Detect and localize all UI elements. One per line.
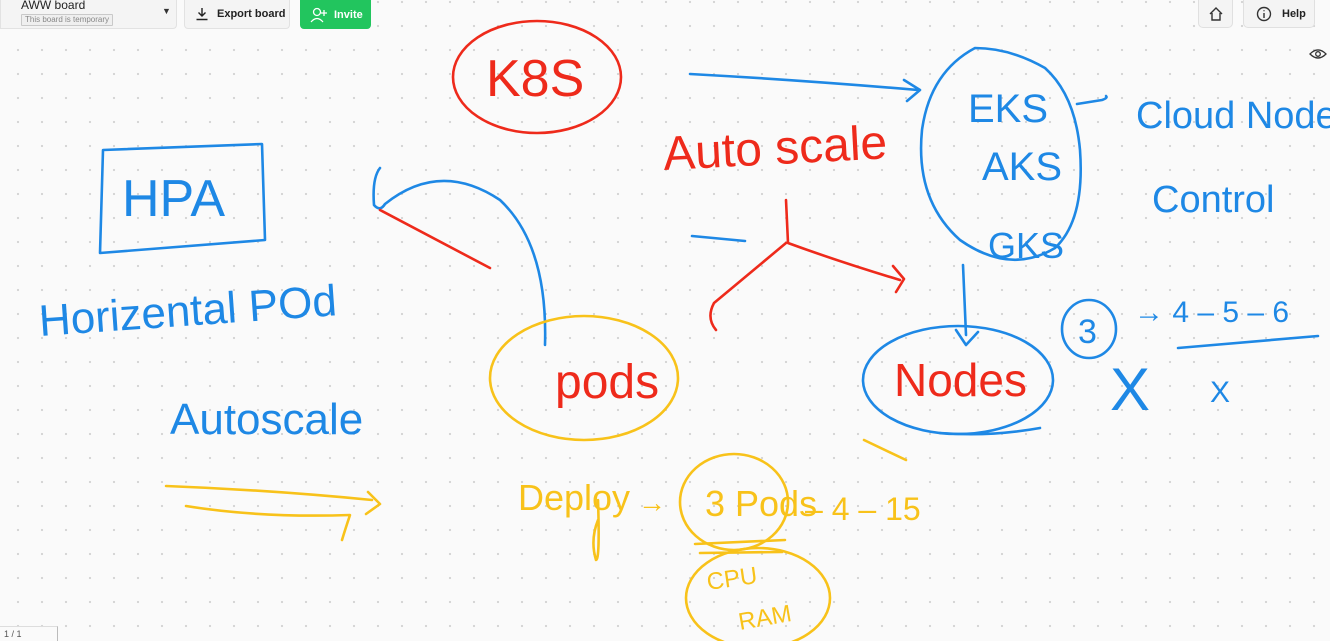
info-icon	[1256, 6, 1272, 21]
nodes-underline	[938, 426, 1042, 436]
node-seq-line	[1176, 334, 1320, 350]
node-count-circle	[1060, 298, 1118, 360]
aks-label: AKS	[982, 145, 1062, 189]
deploy-arrow: →	[638, 487, 666, 518]
add-user-icon	[310, 7, 327, 22]
k8s-circle	[451, 19, 623, 135]
board-info[interactable]: AWW board This board is temporary ▼	[0, 0, 177, 29]
k8s-label: K8S	[486, 50, 584, 108]
pods-underline	[693, 538, 787, 555]
blue-dash	[690, 234, 747, 243]
pods-label: pods	[555, 356, 659, 409]
hpa-full-line1: Horizental POd	[37, 276, 338, 346]
hpa-box	[98, 142, 267, 255]
invite-label: Invite	[334, 8, 363, 21]
autoscale-fork	[709, 198, 906, 332]
board-name: AWW board	[21, 0, 86, 12]
cross-big: X	[1110, 356, 1150, 423]
yellow-arrow	[164, 484, 382, 542]
cross-small: X	[1210, 376, 1230, 409]
deploy-tail	[592, 498, 600, 562]
cpu-ram-circle	[684, 546, 832, 641]
deploy-label: Deploy	[518, 477, 630, 518]
temporary-badge: This board is temporary	[21, 14, 114, 26]
export-board-button[interactable]: Export board	[184, 0, 290, 29]
node-count-label: 3	[1078, 313, 1097, 351]
nodes-label: Nodes	[894, 354, 1027, 406]
cpu-label: CPU	[705, 562, 759, 596]
download-icon	[196, 8, 208, 21]
eye-icon[interactable]	[1309, 48, 1327, 60]
yellow-dash	[862, 438, 908, 462]
help-label: Help	[1282, 7, 1306, 20]
clouds-blob	[919, 46, 1082, 262]
gks-label: GKS	[988, 225, 1064, 266]
cloud-control-label: Control	[1152, 179, 1275, 221]
node-seq-label: → 4 – 5 – 6	[1134, 296, 1289, 329]
home-icon	[1209, 6, 1222, 21]
red-slash	[378, 208, 492, 270]
clouds-to-nodes-arrow	[954, 263, 980, 347]
autoscale-label: Auto scale	[662, 116, 889, 181]
ram-label: RAM	[736, 600, 793, 636]
pods-seq-label: – 4 – 15	[805, 491, 921, 527]
help-button[interactable]: Help	[1243, 0, 1315, 28]
export-board-label: Export board	[217, 8, 286, 20]
hpa-to-pods-curve	[372, 166, 547, 347]
hpa-full-line2: Autoscale	[170, 395, 363, 444]
cloud-node-label: Cloud Node	[1136, 95, 1330, 137]
k8s-to-clouds-arrow	[688, 72, 922, 103]
pods-circle	[488, 314, 680, 442]
eks-label: EKS	[968, 87, 1048, 131]
three-pods-label: 3 Pods	[705, 483, 817, 524]
page-indicator[interactable]: 1 / 1	[0, 626, 58, 641]
home-button[interactable]	[1198, 0, 1233, 28]
invite-button[interactable]: Invite	[300, 0, 371, 29]
chevron-down-icon[interactable]: ▼	[162, 6, 171, 16]
hpa-label: HPA	[122, 170, 225, 228]
clouds-to-control-arrow	[1075, 94, 1108, 106]
